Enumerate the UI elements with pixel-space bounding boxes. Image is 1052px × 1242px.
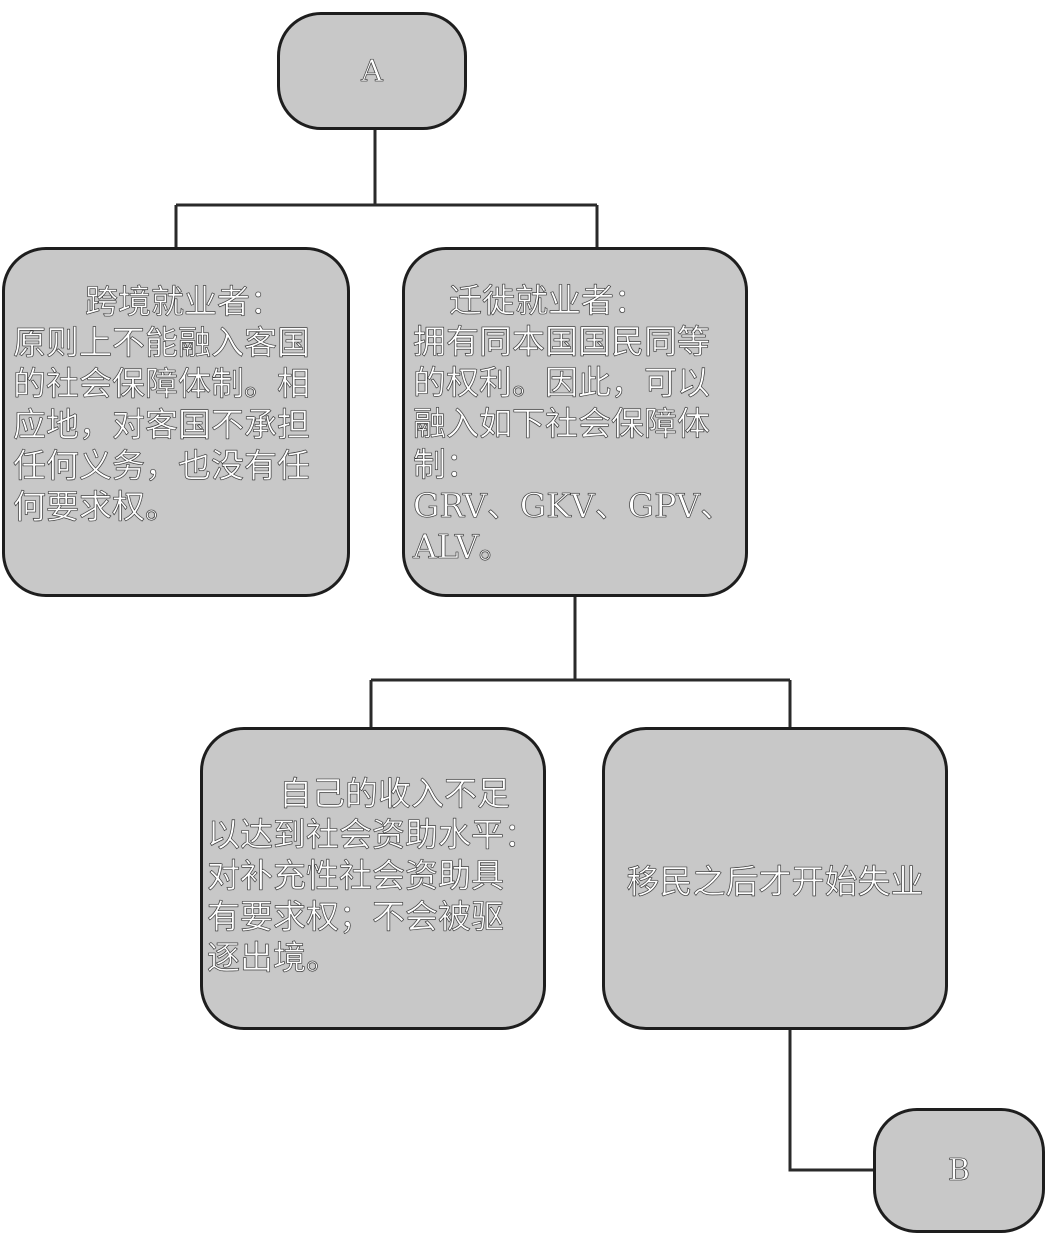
node-unemployed-after-migration: 移民之后才开始失业 (602, 727, 948, 1030)
node-cross-border-heading: 跨境就业者： (85, 282, 284, 322)
node-insufficient-income: 自己的收入不足 以达到社会资助水平： 对补充性社会资助具 有要求权；不会被驱 逐… (200, 727, 546, 1030)
node-cross-border-line: 任何义务，也没有任 (13, 446, 311, 486)
node-cross-border-line: 何要求权。 (13, 487, 179, 527)
node-migrant-line: 拥有同本国国民同等 (413, 322, 711, 362)
node-a: A (277, 12, 467, 130)
node-migrant-line: ALV。 (413, 527, 512, 567)
node-cross-border-line: 应地，对客国不承担 (13, 405, 311, 445)
node-cross-border-line: 的社会保障体制。相 (13, 364, 311, 404)
node-insufficient-income-line: 逐出境。 (207, 938, 340, 978)
node-migrant-line: 融入如下社会保障体 (413, 404, 711, 444)
node-cross-border-line: 原则上不能融入客国 (13, 323, 311, 363)
node-b-label: B (947, 1153, 971, 1189)
node-insufficient-income-line: 对补充性社会资助具 (207, 856, 505, 896)
node-migrant-heading: 迁徙就业者： (449, 281, 648, 321)
node-cross-border-workers: 跨境就业者： 原则上不能融入客国 的社会保障体制。相 应地，对客国不承担 任何义… (2, 247, 350, 597)
node-b: B (873, 1108, 1045, 1233)
node-migrant-line: 的权利。因此，可以 (413, 363, 711, 403)
node-insufficient-income-line: 有要求权；不会被驱 (207, 897, 505, 937)
node-insufficient-income-line: 自己的收入不足 (279, 774, 511, 814)
node-a-label: A (361, 53, 383, 89)
node-unemployed-after-migration-label: 移民之后才开始失业 (626, 861, 924, 901)
node-migrant-line: 制： (413, 445, 480, 485)
connector-unemployed-to-b (788, 1027, 875, 1172)
node-insufficient-income-line: 以达到社会资助水平： (207, 815, 538, 855)
node-migrant-workers: 迁徙就业者： 拥有同本国国民同等 的权利。因此，可以 融入如下社会保障体 制： … (402, 247, 748, 597)
node-migrant-line: GRV、GKV、GPV、 (413, 486, 734, 526)
